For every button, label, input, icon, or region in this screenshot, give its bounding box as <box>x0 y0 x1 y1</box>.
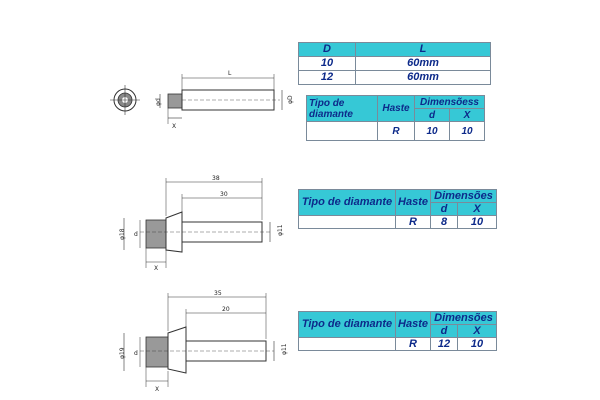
drawing1-X-label: X <box>172 123 176 130</box>
drawing2-dim-total-label: 38 <box>212 175 220 182</box>
table1-dim-header: Dimensõess <box>414 95 485 109</box>
length-table-cell: 12 <box>298 70 356 85</box>
drawing1-phi-d-label: φd <box>155 98 162 106</box>
length-table-header-D: D <box>298 42 356 57</box>
length-table-header-L: L <box>355 42 491 57</box>
drawing3-phi-right-label: φ11 <box>281 343 288 355</box>
table3-cell: 12 <box>430 337 458 351</box>
table1-cell: R <box>377 121 415 141</box>
table2-cell: R <box>395 215 431 229</box>
drawing3-dim-total-label: 35 <box>214 290 222 297</box>
tool-drawing-2: 38 30 φ18 d φ11 X <box>110 170 290 275</box>
table2-cell: 10 <box>457 215 497 229</box>
length-table-cell: 60mm <box>355 70 491 85</box>
table1-cell: 10 <box>449 121 485 141</box>
drawing2-dim-shaft-label: 30 <box>220 191 228 198</box>
drawing2-d-label: d <box>134 231 138 238</box>
drawing3-phi-left-label: φ19 <box>119 347 126 359</box>
table2-cell: 8 <box>430 215 458 229</box>
drawing2-phi-right-label: φ11 <box>277 224 284 236</box>
drawing1-phi-D-label: φD <box>287 95 294 104</box>
table1-cell <box>306 121 378 141</box>
table3-dim-header: Dimensões <box>430 311 497 325</box>
spec-table-2: Tipo de diamante Haste Dimensões d X R 8… <box>298 189 497 229</box>
table1-type-header: Tipo de diamante <box>306 95 378 122</box>
table1-haste-header: Haste <box>377 95 415 122</box>
table3-d-header: d <box>430 324 458 338</box>
table3-haste-header: Haste <box>395 311 431 338</box>
drawing2-X-label: X <box>154 265 158 272</box>
table2-dim-header: Dimensões <box>430 189 497 203</box>
drawing3-d-label: d <box>134 350 138 357</box>
drawing3-dim-shaft-label: 20 <box>222 306 230 313</box>
table2-type-header: Tipo de diamante <box>298 189 396 216</box>
table3-X-header: X <box>457 324 497 338</box>
table2-haste-header: Haste <box>395 189 431 216</box>
drawing2-phi-left-label: φ18 <box>119 228 126 240</box>
length-table: D L 10 60mm 12 60mm <box>298 42 491 85</box>
table2-cell <box>298 215 396 229</box>
spec-table-1: Tipo de diamante Haste Dimensõess d X R … <box>306 95 485 141</box>
tool-drawing-1: L X φd φD <box>100 62 300 142</box>
length-table-cell: 60mm <box>355 56 491 71</box>
table2-d-header: d <box>430 202 458 216</box>
spec-table-3: Tipo de diamante Haste Dimensões d X R 1… <box>298 311 497 351</box>
length-table-cell: 10 <box>298 56 356 71</box>
table1-X-header: X <box>449 108 485 122</box>
table3-cell <box>298 337 396 351</box>
tool-drawing-3: 35 20 φ19 d φ11 X <box>110 285 290 395</box>
table3-cell: R <box>395 337 431 351</box>
drawing1-L-label: L <box>228 70 232 77</box>
drawing3-X-label: X <box>155 386 159 393</box>
table3-cell: 10 <box>457 337 497 351</box>
table1-cell: 10 <box>414 121 450 141</box>
table1-d-header: d <box>414 108 450 122</box>
table2-X-header: X <box>457 202 497 216</box>
table3-type-header: Tipo de diamante <box>298 311 396 338</box>
